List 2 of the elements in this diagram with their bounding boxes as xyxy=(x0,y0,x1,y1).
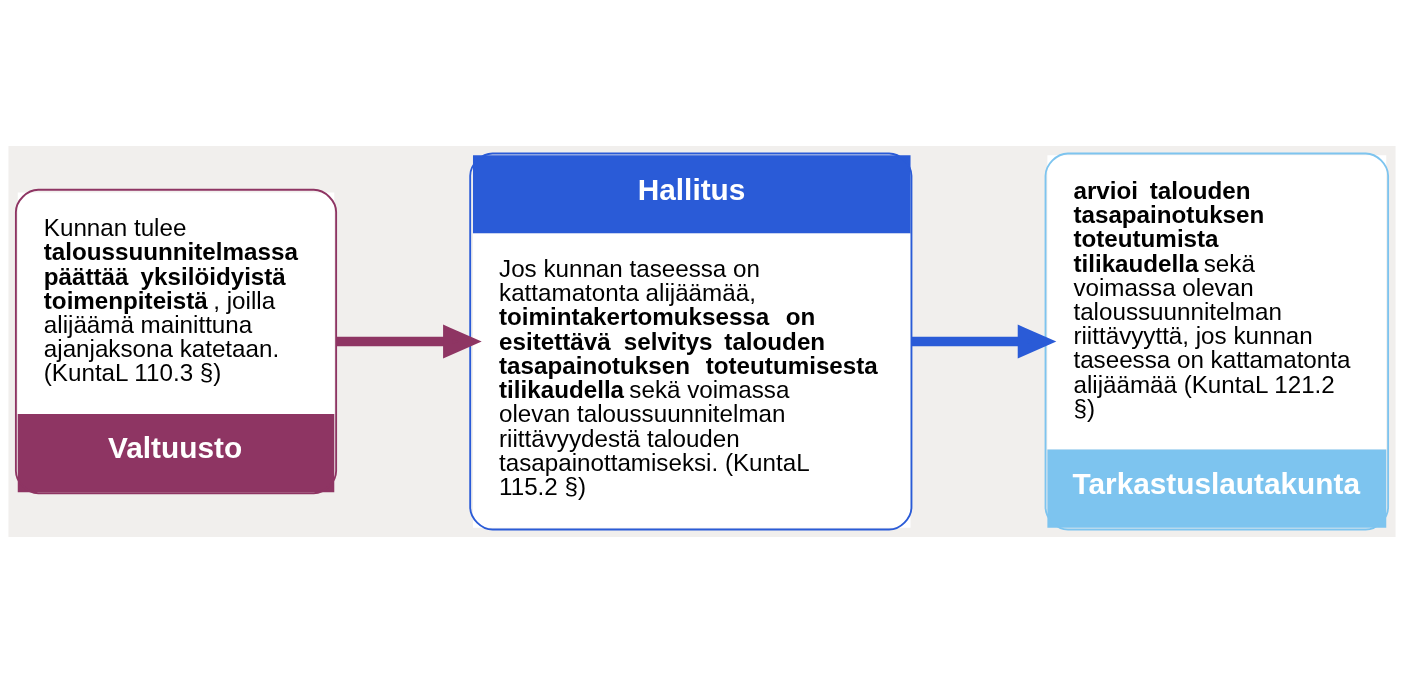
arrow xyxy=(911,324,1057,358)
arrow xyxy=(336,324,482,358)
